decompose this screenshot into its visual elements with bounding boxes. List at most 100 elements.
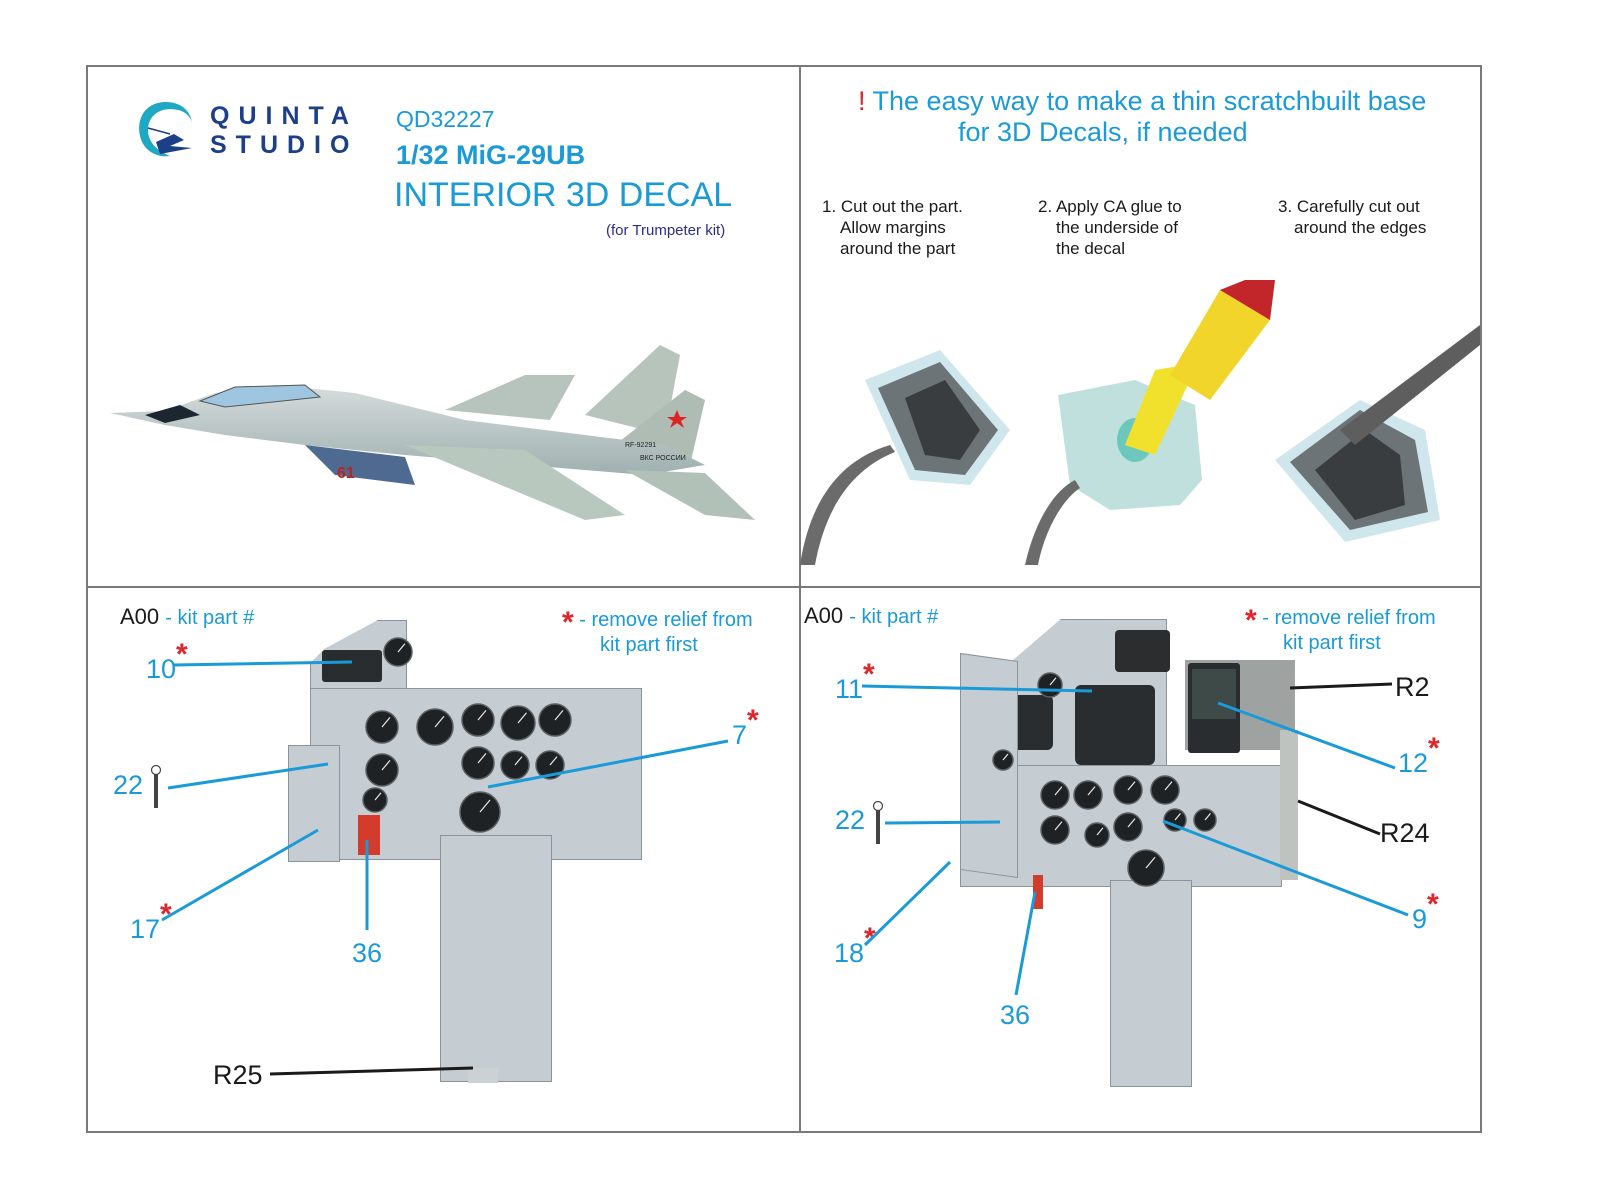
instruction-sheet-frame — [86, 65, 1482, 1133]
step-2-line-3: the decal — [1056, 239, 1125, 258]
asterisk-icon: * — [747, 704, 759, 737]
gauge-needle — [479, 799, 491, 813]
caution-light-panel — [1115, 630, 1170, 672]
panel-center-pedestal — [440, 835, 552, 1082]
gauge-needle — [1127, 818, 1136, 828]
asterisk-icon: * — [863, 658, 875, 691]
legend-remove-relief-rear: * - remove relief from kit part first — [1245, 602, 1436, 656]
leader-line-10 — [173, 660, 353, 667]
leader-line-r25 — [269, 1066, 474, 1076]
step-1-line-2: Allow margins — [840, 218, 946, 237]
legend-part-code: A00 — [804, 603, 844, 628]
aircraft-registration: RF-92291 — [625, 442, 656, 449]
product-model: 1/32 MiG-29UB — [396, 140, 586, 170]
gauge-needle — [477, 710, 487, 721]
leader-line-12 — [1217, 701, 1396, 770]
gauge-needle — [381, 717, 391, 728]
gauge-needle — [1054, 821, 1063, 831]
legend-remove-line-1: - remove relief from — [1262, 607, 1436, 629]
legend-remove-line-2: kit part first — [600, 634, 698, 656]
leader-line-18 — [863, 860, 952, 947]
gauge-needle — [374, 792, 382, 801]
legend-remove-line-1: - remove relief from — [579, 609, 753, 631]
gauge-needle — [1087, 786, 1096, 796]
step-3: 3. Carefully cut out around the edges — [1278, 196, 1426, 238]
callout-r2: R2 — [1395, 672, 1430, 702]
callout-36-front: 36 — [352, 938, 383, 968]
leader-line-17 — [161, 828, 319, 922]
asterisk-icon: * — [1245, 604, 1257, 637]
gauge-needle — [1174, 813, 1181, 821]
gauge-needle — [381, 760, 391, 771]
leader-line-36-rear — [1014, 891, 1037, 996]
callout-17: 17* — [130, 898, 172, 944]
leader-line-r2 — [1289, 682, 1393, 690]
part-r24 — [1280, 730, 1298, 880]
step-1: 1. Cut out the part. Allow margins aroun… — [822, 196, 963, 259]
decal-switch-grid — [1315, 430, 1405, 520]
leader-line-9 — [1162, 819, 1409, 917]
aircraft-tail-1 — [585, 345, 680, 435]
gauge-needle — [1145, 856, 1156, 869]
gauge-needle — [514, 756, 523, 766]
gauge-needle — [1127, 781, 1136, 791]
glue-tube — [1220, 280, 1275, 320]
step-1-photo — [800, 350, 1010, 565]
gauge-dial — [1073, 780, 1103, 810]
leader-line-7 — [487, 739, 729, 789]
gauge-needle — [554, 710, 564, 721]
aircraft-near-wing — [405, 445, 625, 520]
callout-10: 10* — [146, 638, 188, 684]
product-subtitle: (for Trumpeter kit) — [606, 222, 726, 239]
gauge-needle — [1054, 786, 1063, 796]
callout-7: 7* — [732, 704, 759, 750]
aircraft-image: 61 RF-92291 ВКС РОССИИ — [110, 345, 755, 520]
product-code: QD32227 — [396, 106, 495, 132]
asterisk-icon: * — [176, 638, 188, 671]
aircraft-marking: ВКС РОССИИ — [640, 455, 686, 462]
tweezers-icon — [800, 445, 895, 565]
quinta-studio-logo-icon — [139, 102, 192, 157]
step-3-photo — [1275, 325, 1480, 542]
step-2-line-1: 2. Apply CA glue to — [1038, 197, 1182, 216]
gauge-needle — [397, 643, 406, 653]
display-screen — [1192, 669, 1236, 719]
gauge-needle — [477, 753, 487, 764]
step-2-line-2: the underside of — [1056, 218, 1178, 237]
callout-12: 12* — [1398, 732, 1440, 778]
legend-kit-part: A00 - kit part # — [120, 604, 254, 630]
step-1-line-1: 1. Cut out the part. — [822, 197, 963, 216]
gauge-needle — [1164, 781, 1173, 791]
step-1-line-3: around the part — [840, 239, 956, 258]
vertical-divider — [799, 65, 801, 1133]
rear-gauges — [992, 672, 1217, 887]
lever-icon — [150, 764, 162, 808]
tip-heading-line-1: The easy way to make a thin scratchbuilt… — [872, 86, 1427, 116]
aircraft-far-wing — [445, 375, 575, 420]
panel-10-face — [322, 650, 382, 682]
brand-name: QUINTA STUDIO — [210, 102, 358, 160]
callout-9: 9* — [1412, 888, 1439, 934]
aircraft-intake — [305, 445, 415, 485]
asterisk-icon: * — [1427, 888, 1439, 921]
gauge-needle — [434, 715, 445, 728]
gauge-needle — [1204, 813, 1211, 821]
red-star-icon — [667, 410, 687, 428]
gauge-needle — [1096, 827, 1104, 836]
aircraft-stabilizer — [625, 470, 755, 520]
step-2-photo — [1025, 280, 1275, 565]
asterisk-icon: * — [562, 606, 574, 639]
leader-line-11 — [861, 684, 1093, 693]
legend-kit-part-rear: A00 - kit part # — [804, 603, 938, 629]
step-photos — [800, 280, 1480, 565]
aircraft-number: 61 — [337, 465, 355, 482]
tip-heading-line-2: for 3D Decals, if needed — [958, 117, 1248, 147]
front-gauges — [362, 637, 572, 833]
brand-line-1: QUINTA — [210, 102, 358, 130]
gauge-needle — [517, 712, 527, 724]
glue-nozzle — [1125, 365, 1190, 455]
callout-36-rear: 36 — [1000, 1000, 1031, 1030]
gauge-needle — [1049, 677, 1057, 686]
callout-22-rear: 22 — [835, 805, 866, 835]
decal-switch-grid — [905, 380, 980, 460]
